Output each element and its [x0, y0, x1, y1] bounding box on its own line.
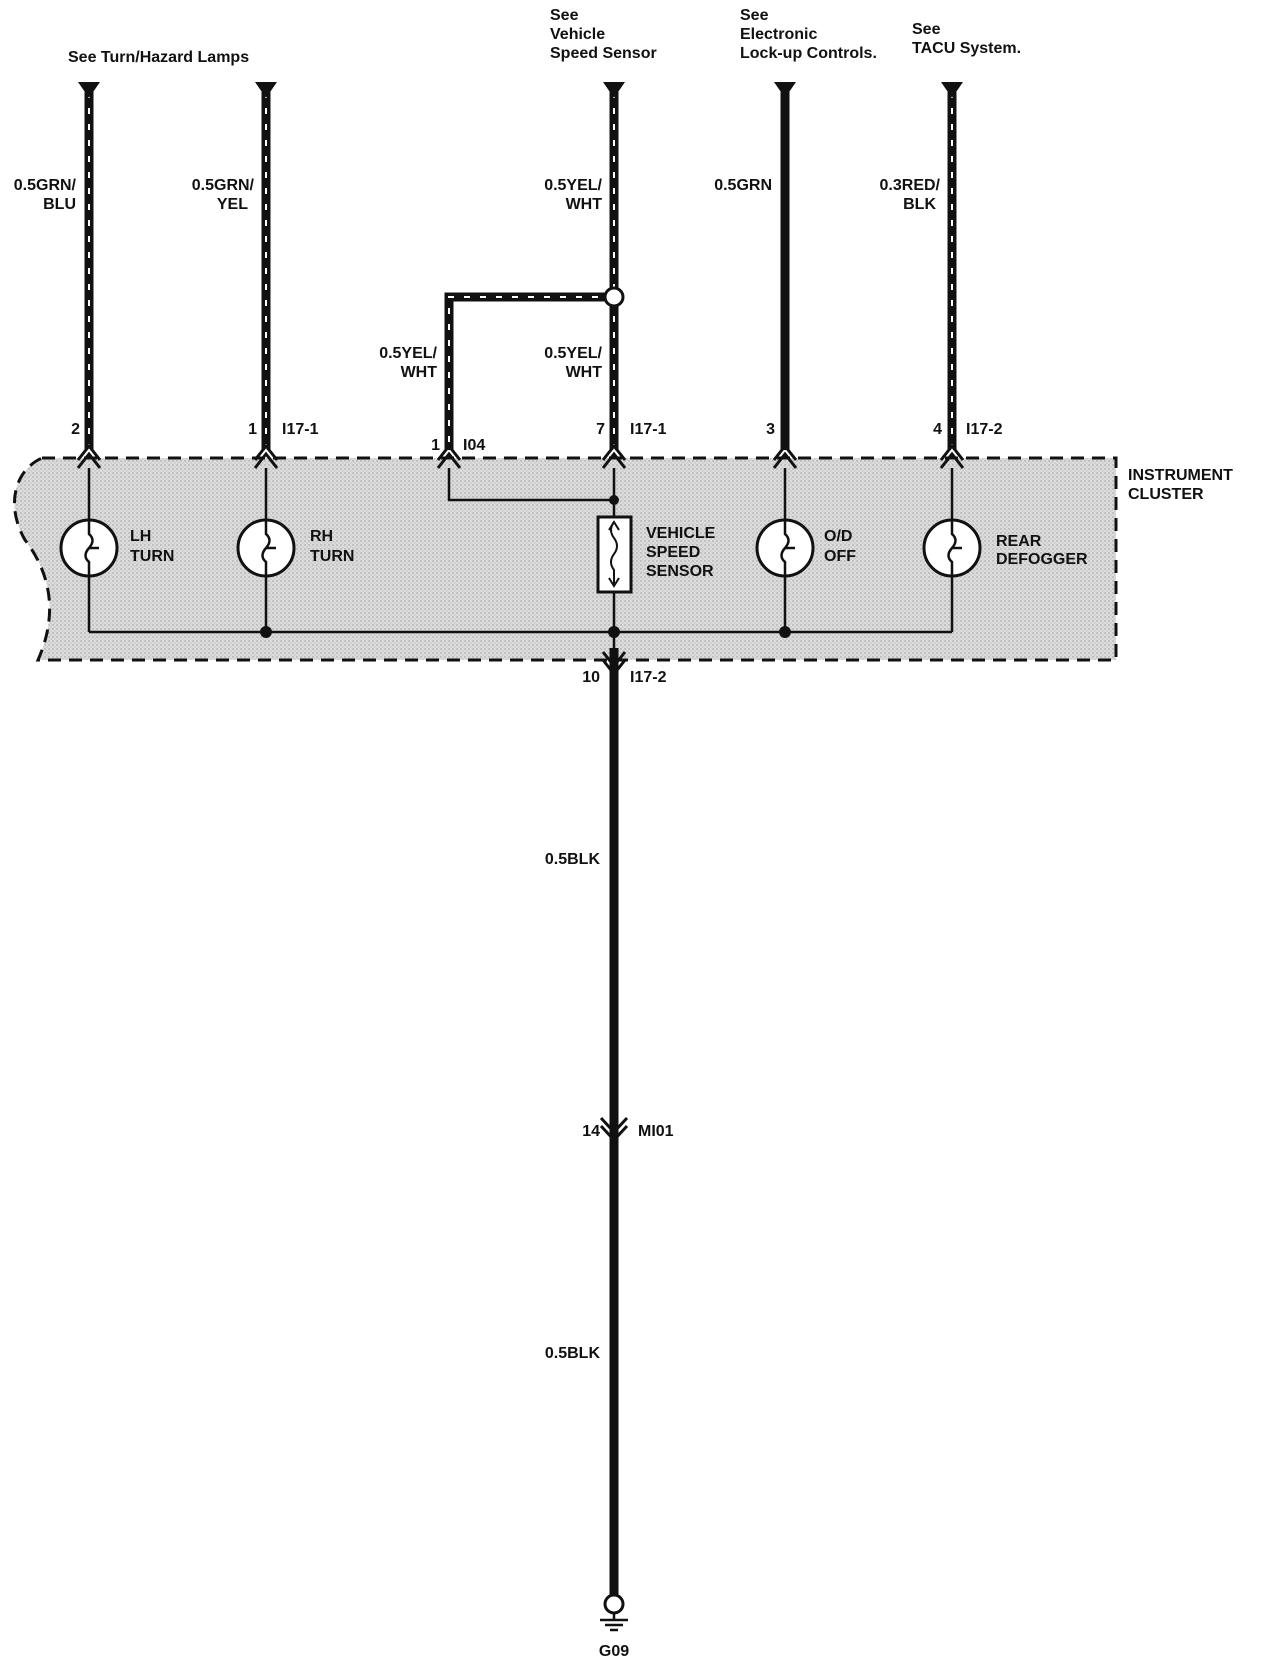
svg-text:DEFOGGER: DEFOGGER [996, 551, 1088, 568]
wire-label-vss-lower: 0.5YEL/ WHT [544, 345, 602, 381]
connector-i17-2-right: I17-2 [966, 421, 1003, 438]
svg-text:Lock-up Controls.: Lock-up Controls. [740, 45, 877, 62]
svg-text:TURN: TURN [130, 548, 174, 565]
svg-text:0.5YEL/: 0.5YEL/ [379, 345, 437, 362]
svg-text:TURN: TURN [310, 548, 354, 565]
wire-label-vss-branch: 0.5YEL/ WHT [379, 345, 437, 381]
ground-symbol-icon [600, 1593, 628, 1632]
svg-text:See: See [550, 7, 579, 24]
connector-i17-1-mid: I17-1 [630, 421, 667, 438]
connector-i17-2-ground: I17-2 [630, 669, 667, 686]
ref-arrows [78, 82, 963, 98]
splice-node-vss [603, 286, 625, 308]
rear-defogger-bulb-icon [922, 518, 982, 578]
connector-chevrons-ground [599, 651, 629, 1143]
pin-i04: 1 [431, 437, 440, 454]
svg-text:SPEED: SPEED [646, 544, 700, 561]
svg-text:See: See [740, 7, 769, 24]
svg-text:0.5YEL/: 0.5YEL/ [544, 177, 602, 194]
pin-ground: 10 [582, 669, 600, 686]
ground-label: G09 [599, 1643, 629, 1660]
svg-text:BLU: BLU [43, 196, 76, 213]
od-off-bulb-icon [755, 518, 815, 578]
svg-text:BLK: BLK [903, 196, 936, 213]
svg-text:0.3RED/: 0.3RED/ [880, 177, 941, 194]
wire-label-rear-defogger: 0.3RED/ BLK [880, 177, 941, 213]
component-label-vss: VEHICLE SPEED SENSOR [646, 525, 716, 580]
component-label-rh-turn: RH TURN [310, 528, 354, 565]
svg-text:REAR: REAR [996, 533, 1042, 550]
pin-od-off: 3 [766, 421, 775, 438]
wire-label-vss-upper: 0.5YEL/ WHT [544, 177, 602, 213]
svg-text:RH: RH [310, 528, 333, 545]
lh-turn-bulb-icon [59, 518, 119, 578]
svg-text:WHT: WHT [401, 364, 438, 381]
svg-text:0.5GRN/: 0.5GRN/ [192, 177, 255, 194]
svg-text:WHT: WHT [566, 196, 603, 213]
svg-text:Vehicle: Vehicle [550, 26, 605, 43]
cluster-junction-dots [260, 495, 791, 638]
svg-text:SENSOR: SENSOR [646, 563, 714, 580]
connector-chevrons-top [76, 443, 965, 469]
wire-label-ground-lower: 0.5BLK [545, 1345, 601, 1362]
wire-label-lh-turn: 0.5GRN/ BLU [14, 177, 77, 213]
connector-i04: I04 [463, 437, 485, 454]
wire-vss-branch [444, 292, 614, 450]
component-label-od-off: O/D OFF [824, 528, 856, 565]
pin-rh-turn: 1 [248, 421, 257, 438]
wire-label-ground-upper: 0.5BLK [545, 851, 601, 868]
svg-text:INSTRUMENT: INSTRUMENT [1128, 467, 1233, 484]
pin-mi01: 14 [582, 1123, 600, 1140]
rh-turn-bulb-icon [236, 518, 296, 578]
pin-rear-defogger: 4 [933, 421, 942, 438]
component-label-rear-defogger: REAR DEFOGGER [996, 533, 1088, 568]
svg-text:WHT: WHT [566, 364, 603, 381]
vehicle-speed-sensor-icon [596, 515, 633, 594]
svg-text:0.5YEL/: 0.5YEL/ [544, 345, 602, 362]
wire-label-od-off: 0.5GRN [714, 177, 772, 194]
pin-vss: 7 [596, 421, 605, 438]
svg-text:0.5GRN/: 0.5GRN/ [14, 177, 77, 194]
connector-i17-1-left: I17-1 [282, 421, 319, 438]
ref-tacu: See TACU System. [912, 21, 1021, 57]
cluster-internal-wiring [87, 468, 954, 648]
svg-text:LH: LH [130, 528, 151, 545]
svg-text:Electronic: Electronic [740, 26, 817, 43]
connector-mi01: MI01 [638, 1123, 674, 1140]
svg-text:VEHICLE: VEHICLE [646, 525, 716, 542]
ref-vss: See Vehicle Speed Sensor [550, 7, 657, 62]
svg-text:See: See [912, 21, 941, 38]
svg-text:YEL: YEL [217, 196, 248, 213]
svg-text:O/D: O/D [824, 528, 852, 545]
ref-turn-hazard: See Turn/Hazard Lamps [68, 49, 249, 66]
svg-text:CLUSTER: CLUSTER [1128, 486, 1204, 503]
wire-label-rh-turn: 0.5GRN/ YEL [192, 177, 255, 213]
component-label-lh-turn: LH TURN [130, 528, 174, 565]
instrument-cluster-title: INSTRUMENT CLUSTER [1128, 467, 1233, 503]
instrument-cluster-zone [12, 456, 1118, 662]
svg-text:TACU System.: TACU System. [912, 40, 1021, 57]
svg-text:OFF: OFF [824, 548, 856, 565]
ref-elc: See Electronic Lock-up Controls. [740, 7, 877, 62]
pin-lh-turn: 2 [71, 421, 80, 438]
svg-text:Speed Sensor: Speed Sensor [550, 45, 657, 62]
